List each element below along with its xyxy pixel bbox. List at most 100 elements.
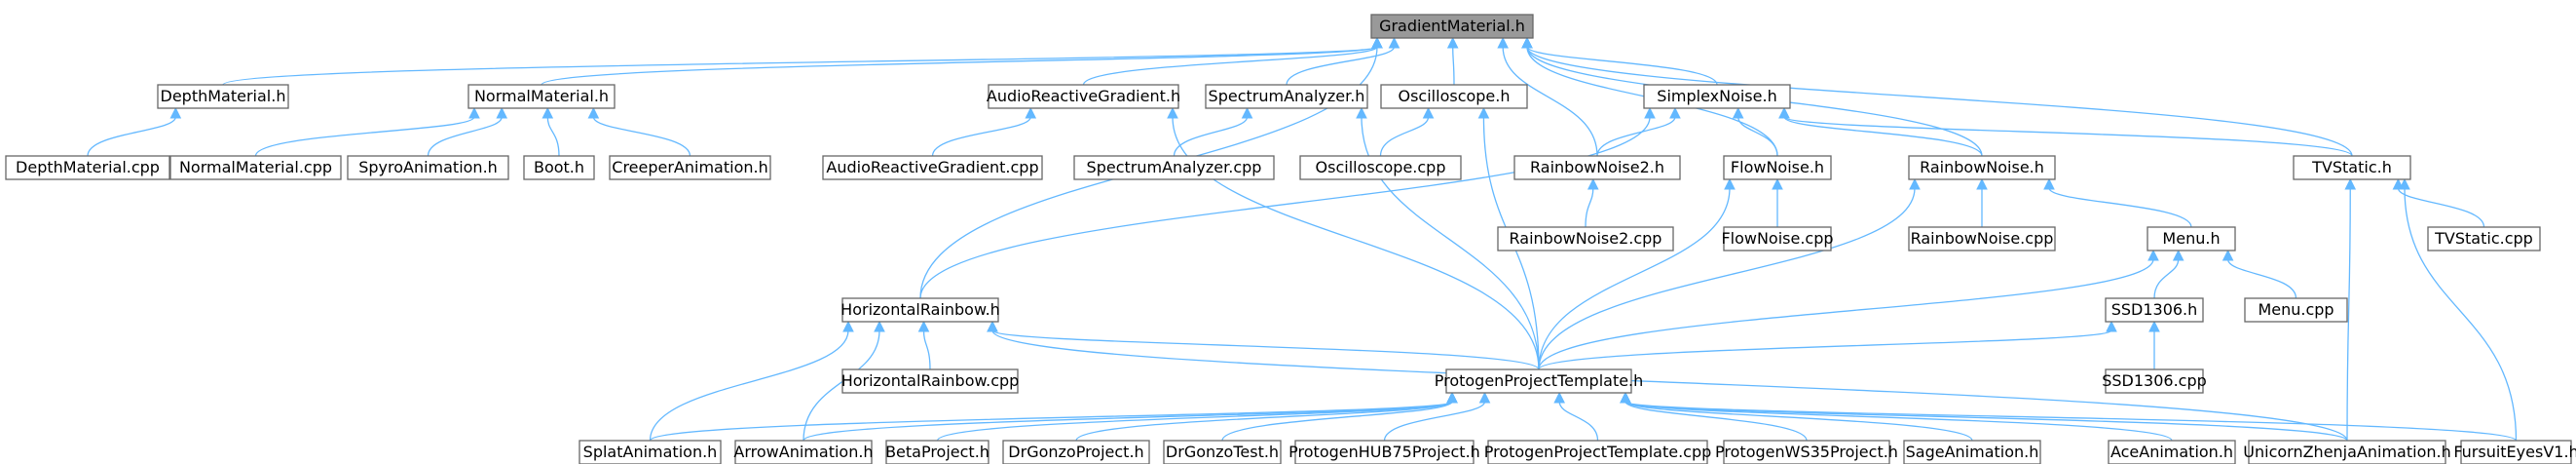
edge-dm-to-gm bbox=[222, 46, 1378, 86]
edge-tv-to-gm bbox=[1526, 46, 2353, 157]
node-label: SpyroAnimation.h bbox=[358, 158, 498, 176]
node-label: ProtogenProjectTemplate.cpp bbox=[1484, 443, 1712, 461]
arrowhead-rn2c-to-rn2 bbox=[1587, 177, 1599, 190]
node-box bbox=[1445, 368, 1632, 394]
node-nmc[interactable]: NormalMaterial.cpp bbox=[169, 155, 342, 180]
node-label: FlowNoise.cpp bbox=[1721, 229, 1833, 248]
node-sa[interactable]: SpectrumAnalyzer.h bbox=[1205, 84, 1368, 109]
node-label: RainbowNoise.h bbox=[1920, 158, 2044, 176]
arrowhead-sa-to-gm bbox=[1388, 36, 1400, 49]
edge-arrow-to-ppt bbox=[803, 401, 1453, 442]
node-menu[interactable]: Menu.h bbox=[2147, 226, 2236, 251]
edge-creeper-to-nm bbox=[592, 116, 691, 157]
node-osc[interactable]: Oscilloscope.h bbox=[1380, 84, 1528, 109]
node-spyro[interactable]: SpyroAnimation.h bbox=[347, 155, 509, 180]
node-label: FlowNoise.h bbox=[1731, 158, 1824, 176]
edge-pptc-to-ppt bbox=[1558, 401, 1599, 442]
node-gm[interactable]: GradientMaterial.h bbox=[1370, 14, 1534, 39]
arrowhead-rn2-to-gm bbox=[1497, 36, 1509, 49]
node-ace[interactable]: AceAnimation.h bbox=[2108, 440, 2236, 464]
node-box bbox=[1908, 226, 2056, 251]
node-boot[interactable]: Boot.h bbox=[523, 155, 595, 180]
node-box bbox=[2147, 226, 2236, 251]
node-label: SpectrumAnalyzer.cpp bbox=[1087, 158, 1262, 176]
arrowhead-fe-to-ppt bbox=[1620, 391, 1631, 404]
node-fe[interactable]: FursuitEyesV1.h bbox=[2453, 440, 2576, 464]
node-ws35[interactable]: ProtogenWS35Project.h bbox=[1715, 440, 1898, 464]
node-ssd[interactable]: SSD1306.h bbox=[2105, 297, 2204, 323]
node-rn2c[interactable]: RainbowNoise2.cpp bbox=[1497, 226, 1674, 251]
edge-ppt-to-arg bbox=[1172, 116, 1540, 370]
node-drgp[interactable]: DrGonzoProject.h bbox=[1002, 440, 1150, 464]
node-label: DepthMaterial.cpp bbox=[16, 158, 160, 176]
edge-osc-to-gm bbox=[1452, 46, 1455, 86]
node-label: HorizontalRainbow.cpp bbox=[841, 371, 1020, 390]
node-hr[interactable]: HorizontalRainbow.h bbox=[840, 297, 1000, 323]
edge-hrc-to-hr bbox=[922, 329, 931, 370]
node-fn[interactable]: FlowNoise.h bbox=[1723, 155, 1832, 180]
arrowhead-hrc-to-hr bbox=[917, 320, 930, 332]
arrowhead-ssdc-to-ssd bbox=[2148, 320, 2160, 332]
node-oscc[interactable]: Oscilloscope.cpp bbox=[1299, 155, 1462, 180]
node-drgt[interactable]: DrGonzoTest.h bbox=[1163, 440, 1282, 464]
node-hrc[interactable]: HorizontalRainbow.cpp bbox=[841, 368, 1020, 394]
edge-splat-to-ppt bbox=[649, 401, 1453, 442]
node-menuc[interactable]: Menu.cpp bbox=[2244, 297, 2348, 323]
node-box bbox=[2244, 297, 2348, 323]
node-ssdc[interactable]: SSD1306.cpp bbox=[2102, 368, 2207, 394]
arrowhead-fe-to-tv bbox=[2399, 177, 2410, 190]
node-box bbox=[169, 155, 342, 180]
edge-drgt-to-ppt bbox=[1221, 401, 1453, 442]
node-uz[interactable]: UnicornZhenjaAnimation.h bbox=[2243, 440, 2451, 464]
edge-sage-to-ppt bbox=[1624, 401, 1973, 442]
node-tvc[interactable]: TVStatic.cpp bbox=[2427, 226, 2541, 251]
node-tv[interactable]: TVStatic.h bbox=[2293, 155, 2411, 180]
node-box bbox=[988, 84, 1179, 109]
edge-ppt-to-rn bbox=[1538, 187, 1916, 370]
node-label: AudioReactiveGradient.h bbox=[987, 87, 1180, 105]
node-label: Menu.cpp bbox=[2258, 300, 2333, 319]
node-layer: GradientMaterial.hDepthMaterial.hDepthMa… bbox=[5, 14, 2576, 464]
edge-ws35-to-ppt bbox=[1624, 401, 1808, 442]
arrowhead-rn2-to-sn bbox=[1669, 106, 1681, 119]
node-arrow[interactable]: ArrowAnimation.h bbox=[733, 440, 874, 464]
node-beta[interactable]: BetaProject.h bbox=[885, 440, 989, 464]
node-splat[interactable]: SplatAnimation.h bbox=[579, 440, 722, 464]
edge-ppt-to-menu bbox=[1538, 258, 2154, 370]
node-sn[interactable]: SimplexNoise.h bbox=[1643, 84, 1791, 109]
arrowhead-uz-to-tv bbox=[2344, 177, 2357, 190]
edge-arrow-to-hr bbox=[803, 329, 880, 442]
node-box bbox=[885, 440, 989, 464]
node-label: CreeperAnimation.h bbox=[612, 158, 767, 176]
node-fnc[interactable]: FlowNoise.cpp bbox=[1721, 226, 1834, 251]
node-dmc[interactable]: DepthMaterial.cpp bbox=[5, 155, 170, 180]
edge-fn-to-sn bbox=[1737, 116, 1778, 157]
edge-ppt-to-fn bbox=[1538, 187, 1731, 370]
node-pptc[interactable]: ProtogenProjectTemplate.cpp bbox=[1484, 440, 1712, 464]
edge-nmc-to-nm bbox=[254, 116, 475, 157]
edge-ppt-to-ssd bbox=[1538, 329, 2112, 370]
edge-fe-to-tv bbox=[2404, 187, 2518, 442]
node-argc[interactable]: AudioReactiveGradient.cpp bbox=[822, 155, 1043, 180]
node-label: ArrowAnimation.h bbox=[733, 443, 873, 461]
node-box bbox=[2293, 155, 2411, 180]
node-dm[interactable]: DepthMaterial.h bbox=[157, 84, 289, 109]
node-arg[interactable]: AudioReactiveGradient.h bbox=[987, 84, 1180, 109]
node-hub75[interactable]: ProtogenHUB75Project.h bbox=[1288, 440, 1480, 464]
node-ppt[interactable]: ProtogenProjectTemplate.h bbox=[1435, 368, 1644, 394]
node-box bbox=[822, 155, 1043, 180]
node-rn2[interactable]: RainbowNoise2.h bbox=[1513, 155, 1681, 180]
node-label: ProtogenProjectTemplate.h bbox=[1435, 371, 1644, 390]
node-box bbox=[2105, 297, 2204, 323]
node-rn[interactable]: RainbowNoise.h bbox=[1908, 155, 2056, 180]
arrowhead-boot-to-nm bbox=[541, 106, 554, 119]
node-box bbox=[157, 84, 289, 109]
arrowhead-dmc-to-dm bbox=[169, 106, 182, 119]
node-sac[interactable]: SpectrumAnalyzer.cpp bbox=[1073, 155, 1275, 180]
node-creeper[interactable]: CreeperAnimation.h bbox=[609, 155, 771, 180]
node-box bbox=[1497, 226, 1674, 251]
node-nm[interactable]: NormalMaterial.h bbox=[467, 84, 616, 109]
node-sage[interactable]: SageAnimation.h bbox=[1903, 440, 2041, 464]
node-rnc[interactable]: RainbowNoise.cpp bbox=[1908, 226, 2056, 251]
